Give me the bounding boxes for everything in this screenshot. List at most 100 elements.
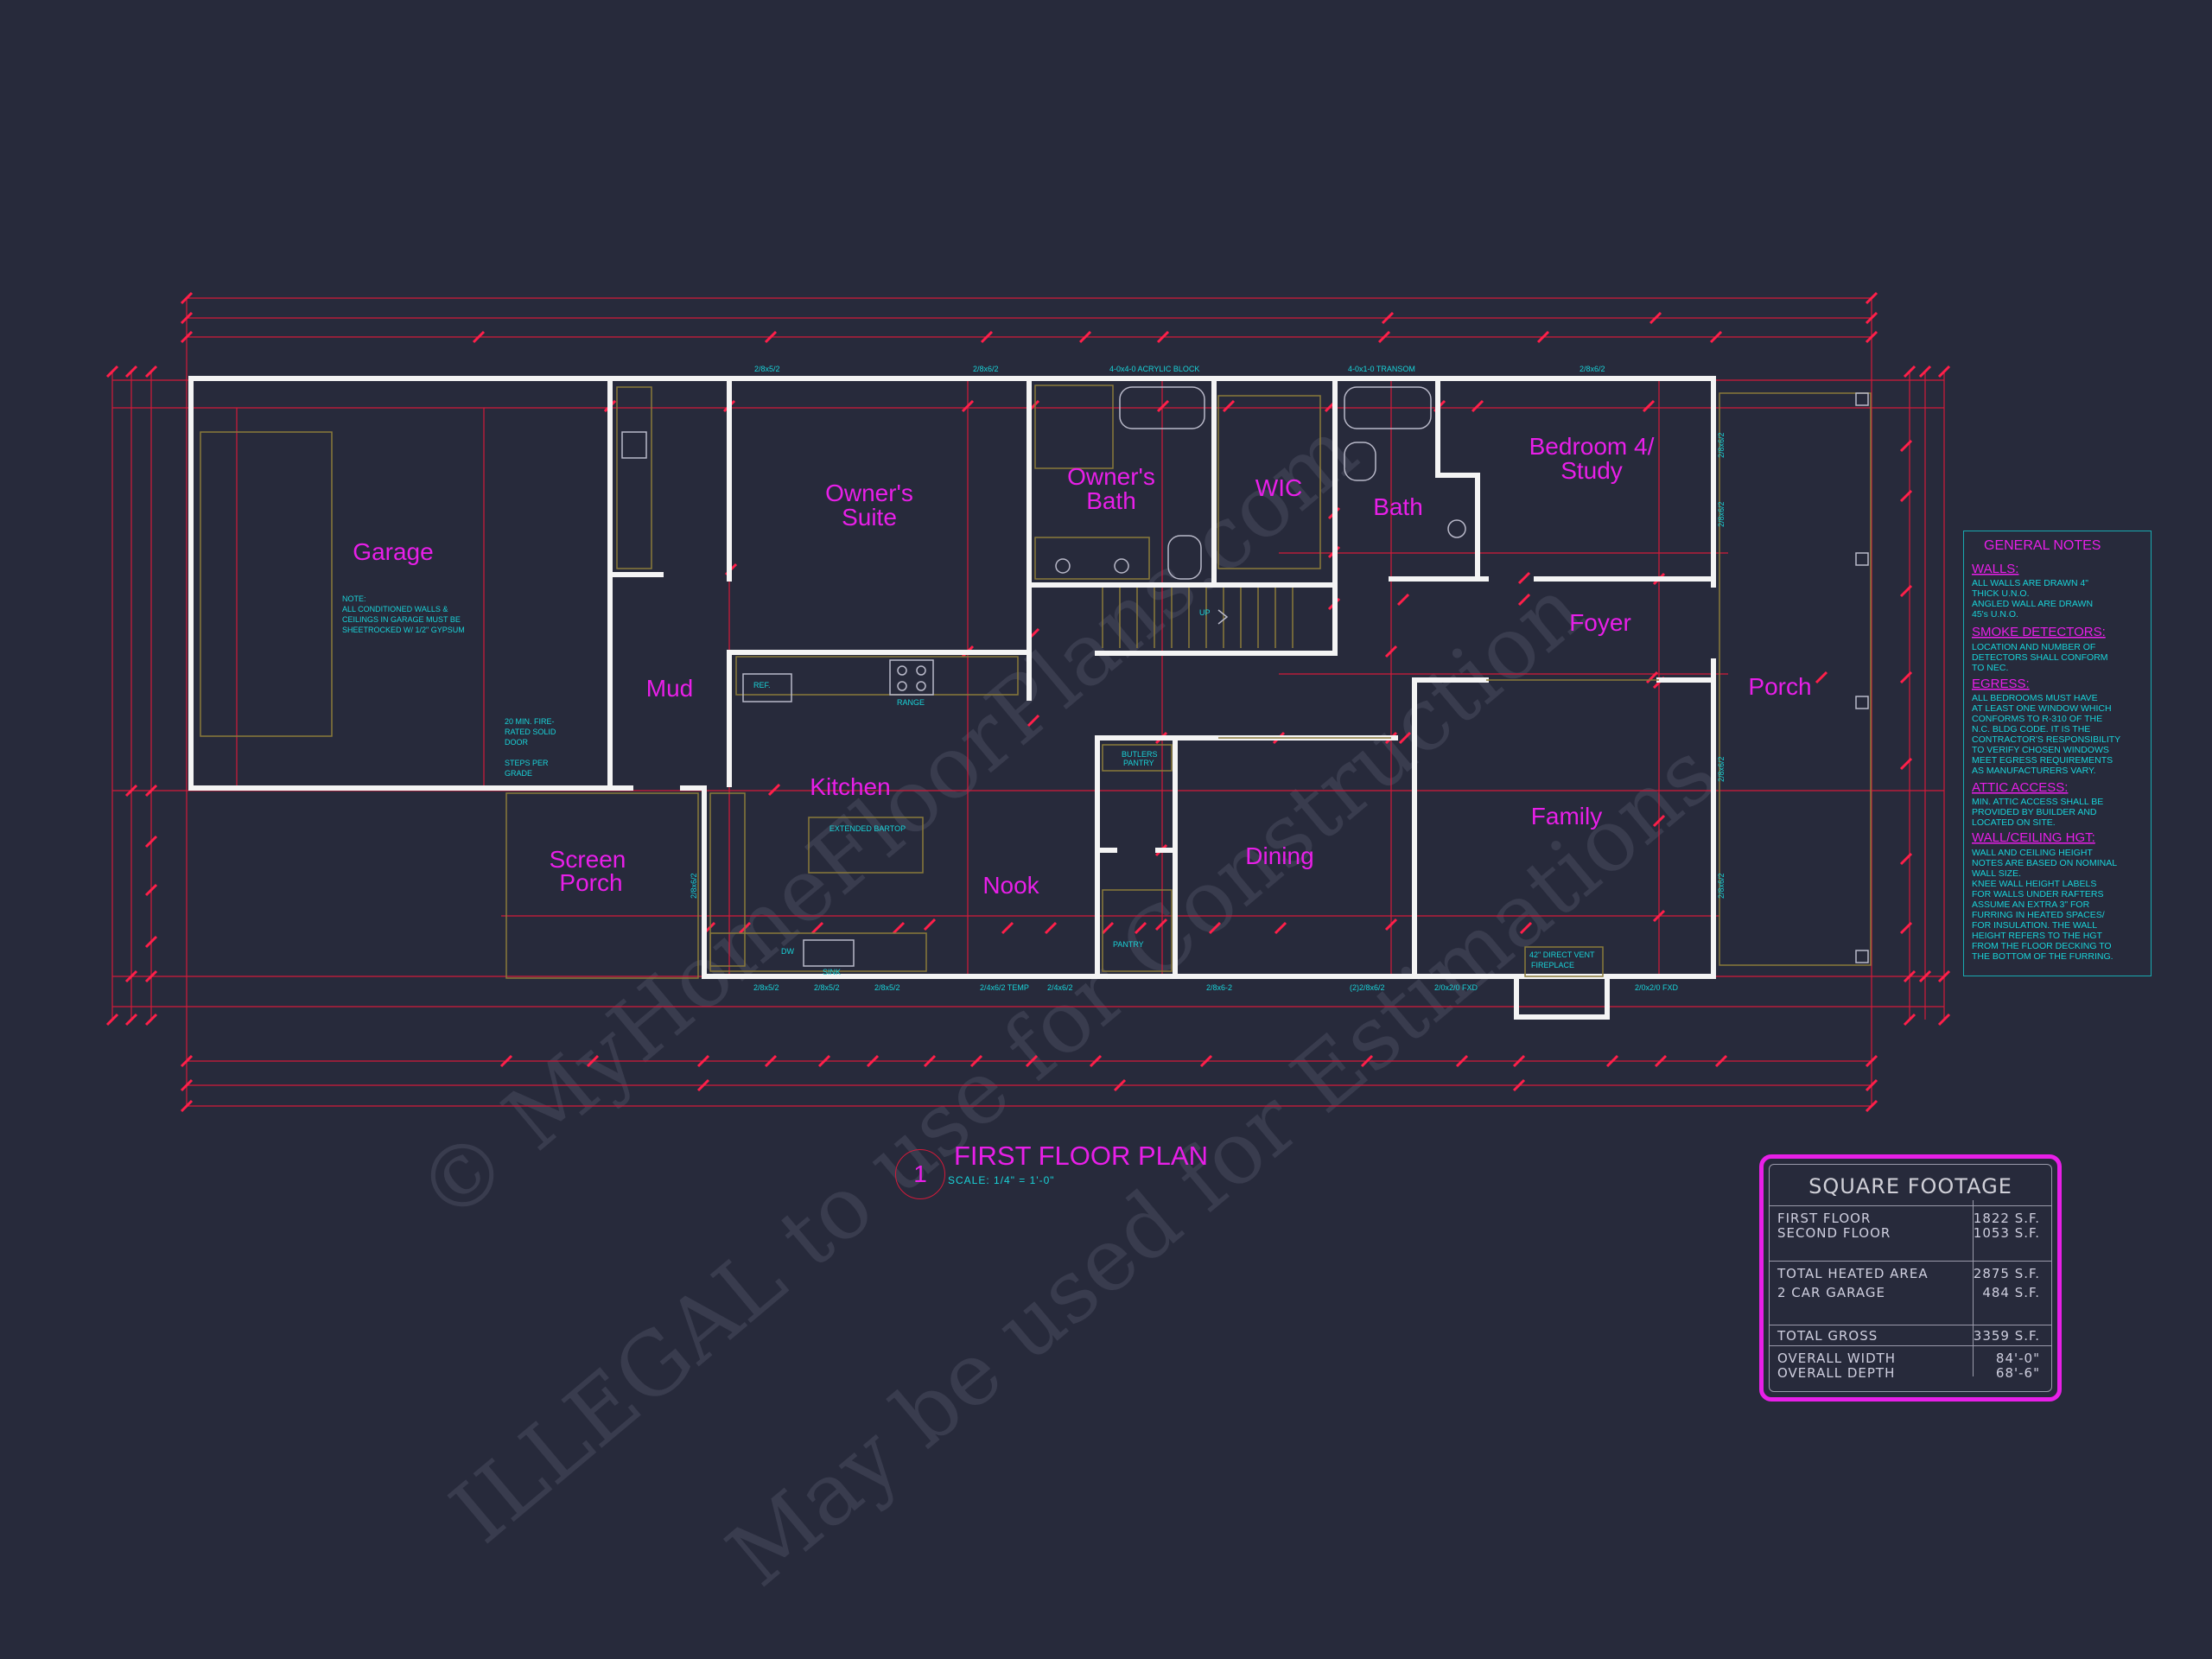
drawing-number: 1: [895, 1149, 945, 1199]
window-bottom-4: 2/4x6/2 TEMP: [980, 983, 1029, 992]
fireplace-line-1: 42" DIRECT VENT: [1529, 950, 1595, 959]
window-right-4: 2/8x6/2: [1717, 873, 1726, 899]
general-notes-border: [1963, 531, 2152, 976]
fire-door-line-3: DOOR: [505, 738, 529, 747]
square-footage-inner-border: [1769, 1164, 2052, 1392]
steps-line-2: GRADE: [505, 769, 532, 778]
notes-smoke-2: DETECTORS SHALL CONFORM: [1972, 652, 2108, 663]
transom-label: 4-0x1-0 TRANSOM: [1348, 365, 1415, 373]
table-divider: [1769, 1261, 2052, 1262]
bath-toilet: [1344, 442, 1376, 481]
shower: [1034, 385, 1114, 469]
notes-attic-heading: ATTIC ACCESS:: [1972, 780, 2068, 795]
row-label: TOTAL GROSS: [1777, 1328, 1878, 1344]
row-value: 84'-0": [1995, 1351, 2040, 1366]
square-footage-table: SQUARE FOOTAGE FIRST FLOOR 1822 S.F. SECO…: [1759, 1154, 2062, 1402]
notes-title: GENERAL NOTES: [1984, 538, 2101, 553]
row-label: TOTAL HEATED AREA: [1777, 1266, 1929, 1281]
ref-label: REF.: [753, 681, 771, 690]
room-bedroom-line-1: Bedroom 4/: [1529, 433, 1655, 460]
butlers-pantry-line-1: BUTLERS: [1122, 750, 1158, 759]
fireplace-line-2: FIREPLACE: [1531, 961, 1574, 969]
window-bottom-6: 2/8x6-2: [1206, 983, 1232, 992]
row-value: 484 S.F.: [1982, 1285, 2040, 1300]
notes-egress-1: ALL BEDROOMS MUST HAVE: [1972, 693, 2098, 703]
stair-up-label: UP: [1199, 608, 1211, 617]
room-bedroom-line-2: Study: [1560, 457, 1623, 484]
notes-wall-6: ASSUME AN EXTRA 3" FOR: [1972, 899, 2090, 910]
notes-smoke-1: LOCATION AND NUMBER OF: [1972, 642, 2095, 652]
notes-wall-3: WALL SIZE.: [1972, 868, 2021, 879]
notes-attic-3: LOCATED ON SITE.: [1972, 817, 2056, 828]
acrylic-block-label: 4-0x4-0 ACRYLIC BLOCK: [1109, 365, 1199, 373]
room-labels: Garage Mud Owner's Suite Owner's Bath WI…: [353, 433, 1811, 899]
room-owners-bath-line-1: Owner's: [1067, 463, 1155, 490]
fire-door-line-1: 20 MIN. FIRE-: [505, 717, 555, 726]
room-nook: Nook: [982, 872, 1039, 899]
room-garage: Garage: [353, 538, 433, 565]
fire-door-line-2: RATED SOLID: [505, 728, 556, 736]
window-right-3: 2/8x6/2: [1717, 756, 1726, 782]
room-wic: WIC: [1255, 474, 1302, 501]
row-label: FIRST FLOOR: [1777, 1211, 1872, 1226]
window-bottom-9: 2/0x2/0 FXD: [1635, 983, 1679, 992]
room-dining: Dining: [1245, 842, 1313, 869]
garage-car-outline: [200, 431, 333, 737]
notes-smoke-3: TO NEC.: [1972, 663, 2008, 673]
notes-wall-heading: WALL/CEILING HGT:: [1972, 830, 2095, 845]
kitchen-sink: [803, 939, 855, 967]
window-top-1: 2/8x5/2: [754, 365, 780, 373]
dw-label: DW: [781, 947, 794, 956]
room-porch: Porch: [1748, 673, 1811, 700]
notes-egress-6: TO VERIFY CHOSEN WINDOWS: [1972, 745, 2109, 755]
owners-toilet: [1167, 535, 1202, 580]
room-kitchen: Kitchen: [810, 773, 890, 800]
range: [889, 659, 934, 696]
notes-wall-9: HEIGHT REFERS TO THE HGT: [1972, 931, 2102, 941]
row-label: 2 CAR GARAGE: [1777, 1285, 1886, 1300]
window-bottom-3: 2/8x5/2: [874, 983, 900, 992]
room-bath: Bath: [1373, 493, 1423, 520]
table-row: TOTAL GROSS 3359 S.F.: [1777, 1328, 2040, 1344]
table-row: 2 CAR GARAGE 484 S.F.: [1777, 1285, 2040, 1300]
notes-wall-4: KNEE WALL HEIGHT LABELS: [1972, 879, 2096, 889]
window-bottom-5: 2/4x6/2: [1047, 983, 1073, 992]
notes-walls-heading: WALLS:: [1972, 562, 2018, 576]
row-label: OVERALL DEPTH: [1777, 1365, 1896, 1381]
notes-egress-2: AT LEAST ONE WINDOW WHICH: [1972, 703, 2112, 714]
owners-bathtub: [1119, 386, 1205, 429]
notes-egress-5: CONTRACTOR'S RESPONSIBILITY: [1972, 734, 2120, 745]
notes-egress-4: N.C. BLDG CODE. IT IS THE: [1972, 724, 2090, 734]
room-owners-bath-line-2: Bath: [1086, 487, 1136, 514]
window-bottom-8: 2/0x2/0 FXD: [1434, 983, 1478, 992]
window-bottom-1: 2/8x5/2: [753, 983, 779, 992]
notes-egress-7: MEET EGRESS REQUIREMENTS: [1972, 755, 2113, 766]
garage-note-line-3: CEILINGS IN GARAGE MUST BE: [342, 615, 461, 624]
mud-bench: [616, 386, 652, 569]
extended-bartop: [808, 817, 924, 874]
refrigerator: [742, 673, 792, 702]
garage-note-line-2: ALL CONDITIONED WALLS &: [342, 605, 448, 613]
window-left: 2/8x6/2: [690, 873, 698, 899]
pantry-label: PANTRY: [1113, 940, 1144, 949]
sink-label: SINK: [823, 968, 841, 976]
notes-egress-8: AS MANUFACTURERS VARY.: [1972, 766, 2096, 776]
notes-smoke-heading: SMOKE DETECTORS:: [1972, 625, 2106, 639]
stair-arrow-icon: [1217, 609, 1229, 625]
table-column-divider: [1973, 1200, 1974, 1376]
window-top-2: 2/8x6/2: [973, 365, 999, 373]
row-value: 68'-6": [1995, 1365, 2040, 1381]
room-foyer: Foyer: [1569, 609, 1631, 636]
row-value: 3359 S.F.: [1973, 1328, 2040, 1344]
row-value: 1053 S.F.: [1973, 1225, 2040, 1241]
room-owners-suite-line-2: Suite: [842, 504, 897, 531]
row-value: 1822 S.F.: [1973, 1211, 2040, 1226]
screen-porch-outline: [505, 792, 699, 979]
bartop-label: EXTENDED BARTOP: [830, 824, 906, 833]
square-footage-title: SQUARE FOOTAGE: [1808, 1174, 2012, 1198]
row-label: SECOND FLOOR: [1777, 1225, 1891, 1241]
notes-walls-4: 45's U.N.O.: [1972, 609, 2018, 620]
